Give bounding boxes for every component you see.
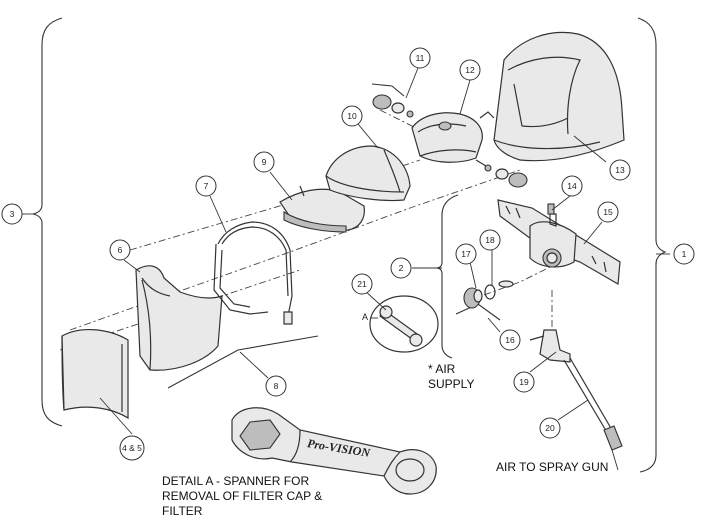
detail-a-callout	[369, 295, 439, 353]
balloon-19: 19	[513, 371, 535, 393]
detail-caption-line-3: FILTER	[162, 504, 203, 518]
balloon-12: 12	[459, 59, 481, 81]
detail-a-spanner: Pro-VISION	[231, 407, 437, 495]
balloon-10: 10	[341, 105, 363, 127]
part-4-5-outer-visor	[61, 329, 129, 420]
svg-text:7: 7	[204, 181, 209, 191]
svg-text:13: 13	[615, 165, 625, 175]
balloon-14: 14	[561, 175, 583, 197]
balloon-9: 9	[253, 151, 275, 173]
spray-gun-note: AIR TO SPRAY GUN	[496, 460, 609, 474]
leader-lines	[22, 67, 670, 471]
air-supply-note: * AIR SUPPLY	[428, 362, 474, 392]
svg-text:3: 3	[10, 209, 15, 219]
balloon-2: 2	[390, 257, 412, 279]
svg-text:15: 15	[603, 207, 613, 217]
svg-text:19: 19	[519, 377, 529, 387]
detail-caption-line-2: REMOVAL OF FILTER CAP &	[162, 489, 323, 503]
part-10-shield-shell	[325, 145, 411, 202]
svg-text:4 & 5: 4 & 5	[122, 443, 142, 453]
balloon-18: 18	[479, 229, 501, 251]
svg-text:11: 11	[416, 53, 425, 63]
part-19-air-fitting	[529, 329, 571, 363]
bracket-16	[455, 303, 501, 321]
filter-axis	[469, 261, 561, 301]
part-9-brow-shield	[279, 185, 365, 233]
part-18-o-ring	[484, 280, 514, 300]
detail-a-marker: A	[362, 312, 369, 322]
part-11-knobs	[372, 94, 528, 188]
balloon-11: 11	[409, 47, 431, 69]
assembly-axis-2	[59, 269, 301, 351]
balloon-21: 21	[351, 273, 373, 295]
part-17-filter-cap	[463, 287, 483, 309]
svg-text:16: 16	[505, 335, 515, 345]
part-20-spray-gun-hose	[563, 357, 623, 451]
part-15-belt-blower	[497, 199, 621, 285]
part-7-head-harness	[213, 221, 293, 325]
bracket-8	[167, 335, 319, 389]
svg-text:21: 21	[357, 279, 367, 289]
subassembly-bracket-2	[435, 194, 459, 359]
detail-a-caption: DETAIL A - SPANNER FOR REMOVAL OF FILTER…	[162, 474, 322, 519]
air-supply-line-2: SUPPLY	[428, 377, 475, 391]
bracket-11	[371, 83, 405, 97]
balloon-20: 20	[539, 417, 561, 439]
balloon-1: 1	[673, 243, 695, 265]
balloon-15: 15	[597, 201, 619, 223]
svg-text:18: 18	[485, 235, 495, 245]
assembly-bracket-right	[637, 17, 667, 473]
svg-text:10: 10	[347, 111, 357, 121]
part-6-inner-visor	[135, 265, 223, 371]
balloon-4-5: 4 & 5	[119, 435, 145, 461]
balloon-3: 3	[1, 203, 23, 225]
balloon-16: 16	[499, 329, 521, 351]
balloon-7: 7	[195, 175, 217, 197]
assembly-axis-1	[69, 169, 521, 331]
balloon-13: 13	[609, 159, 631, 181]
assembly-bracket-left	[32, 17, 63, 427]
balloon-17: 17	[455, 243, 477, 265]
svg-text:20: 20	[545, 423, 555, 433]
svg-text:17: 17	[461, 249, 471, 259]
part-12-headband	[411, 111, 495, 163]
balloon-8: 8	[265, 375, 287, 397]
svg-text:8: 8	[274, 381, 279, 391]
svg-text:1: 1	[682, 249, 687, 259]
air-supply-line-1: * AIR	[428, 362, 456, 376]
detail-caption-line-1: DETAIL A - SPANNER FOR	[162, 474, 310, 488]
balloon-6: 6	[109, 239, 131, 261]
part-13-hood	[493, 31, 625, 162]
svg-text:12: 12	[465, 65, 475, 75]
svg-text:6: 6	[118, 245, 123, 255]
svg-text:2: 2	[399, 263, 404, 273]
svg-text:9: 9	[262, 157, 267, 167]
svg-text:14: 14	[567, 181, 577, 191]
